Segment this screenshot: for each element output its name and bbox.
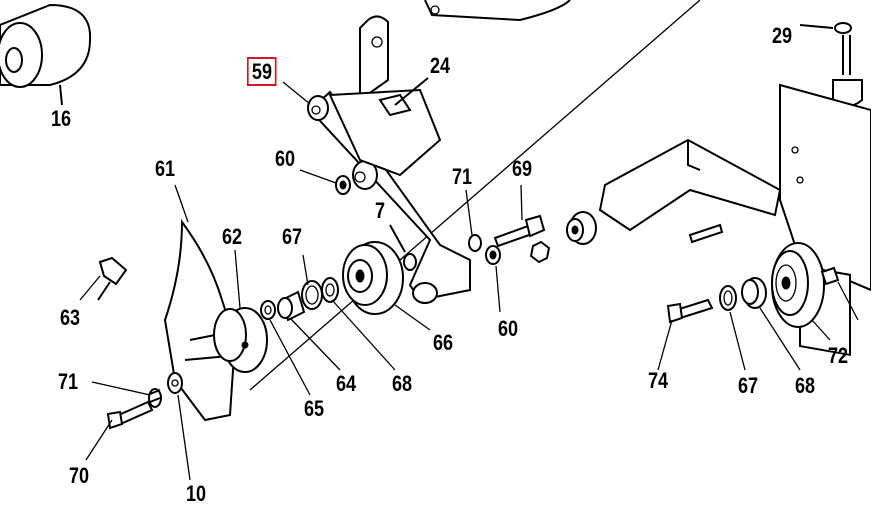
callout-24[interactable]: 24 <box>430 53 451 78</box>
callout-65[interactable]: 65 <box>304 396 325 421</box>
part-72-pulley[interactable] <box>771 242 825 328</box>
part-16-roller[interactable] <box>0 3 92 106</box>
callout-7[interactable]: 7 <box>375 198 386 223</box>
callout-62[interactable]: 62 <box>222 224 243 249</box>
part-middle-bracket[interactable] <box>598 138 782 244</box>
part-65-washer[interactable] <box>260 300 276 320</box>
callout-16[interactable]: 16 <box>51 106 72 131</box>
callout-66[interactable]: 66 <box>433 330 454 355</box>
callout-70[interactable]: 70 <box>69 463 90 488</box>
callout-63[interactable]: 63 <box>60 305 81 330</box>
part-66-pulley[interactable] <box>342 241 404 315</box>
callout-67-left[interactable]: 67 <box>282 224 303 249</box>
part-60-washer-left[interactable] <box>335 175 351 195</box>
part-29-stud[interactable] <box>799 22 863 107</box>
part-62-disc[interactable] <box>213 307 268 373</box>
part-idler[interactable] <box>566 211 597 245</box>
part-67-ring-right[interactable] <box>719 285 737 311</box>
part-67-ring-left[interactable] <box>301 280 323 310</box>
part-7-washer[interactable] <box>389 224 417 271</box>
part-right-bushing[interactable] <box>820 266 840 286</box>
part-74-bolt[interactable] <box>666 298 714 324</box>
callout-64[interactable]: 64 <box>336 371 357 396</box>
shaft-centerline <box>249 0 701 391</box>
part-69-bolt[interactable] <box>493 214 546 248</box>
part-10-washer[interactable] <box>167 372 183 394</box>
callout-60-left[interactable]: 60 <box>275 146 296 171</box>
callout-61[interactable]: 61 <box>155 156 176 181</box>
callout-72[interactable]: 72 <box>828 343 849 368</box>
part-top-bracket[interactable] <box>424 0 571 22</box>
callout-69[interactable]: 69 <box>512 156 533 181</box>
callout-29[interactable]: 29 <box>772 23 793 48</box>
leader-lines <box>79 81 859 481</box>
callout-60-right[interactable]: 60 <box>498 316 519 341</box>
part-70-bolt[interactable] <box>106 400 154 430</box>
callout-59-highlighted[interactable]: 59 <box>247 57 277 86</box>
callout-71-left[interactable]: 71 <box>58 369 79 394</box>
callout-74[interactable]: 74 <box>648 368 669 393</box>
part-71-washer-left[interactable] <box>148 388 162 408</box>
callout-68-left[interactable]: 68 <box>392 371 413 396</box>
part-68-bearing-left[interactable] <box>321 277 339 303</box>
callout-10[interactable]: 10 <box>186 481 207 506</box>
part-24-mount-plate[interactable] <box>328 15 442 177</box>
part-63-fitting[interactable] <box>97 256 128 301</box>
callout-68-right[interactable]: 68 <box>795 373 816 398</box>
part-64-spacer[interactable] <box>277 290 306 322</box>
callout-67-right[interactable]: 67 <box>738 373 759 398</box>
part-68-bearing-right[interactable] <box>741 277 767 309</box>
part-60-washer-right[interactable] <box>485 245 501 265</box>
callout-71-right[interactable]: 71 <box>452 164 473 189</box>
part-71-washer-right[interactable] <box>468 234 482 252</box>
part-nut[interactable] <box>529 240 551 264</box>
